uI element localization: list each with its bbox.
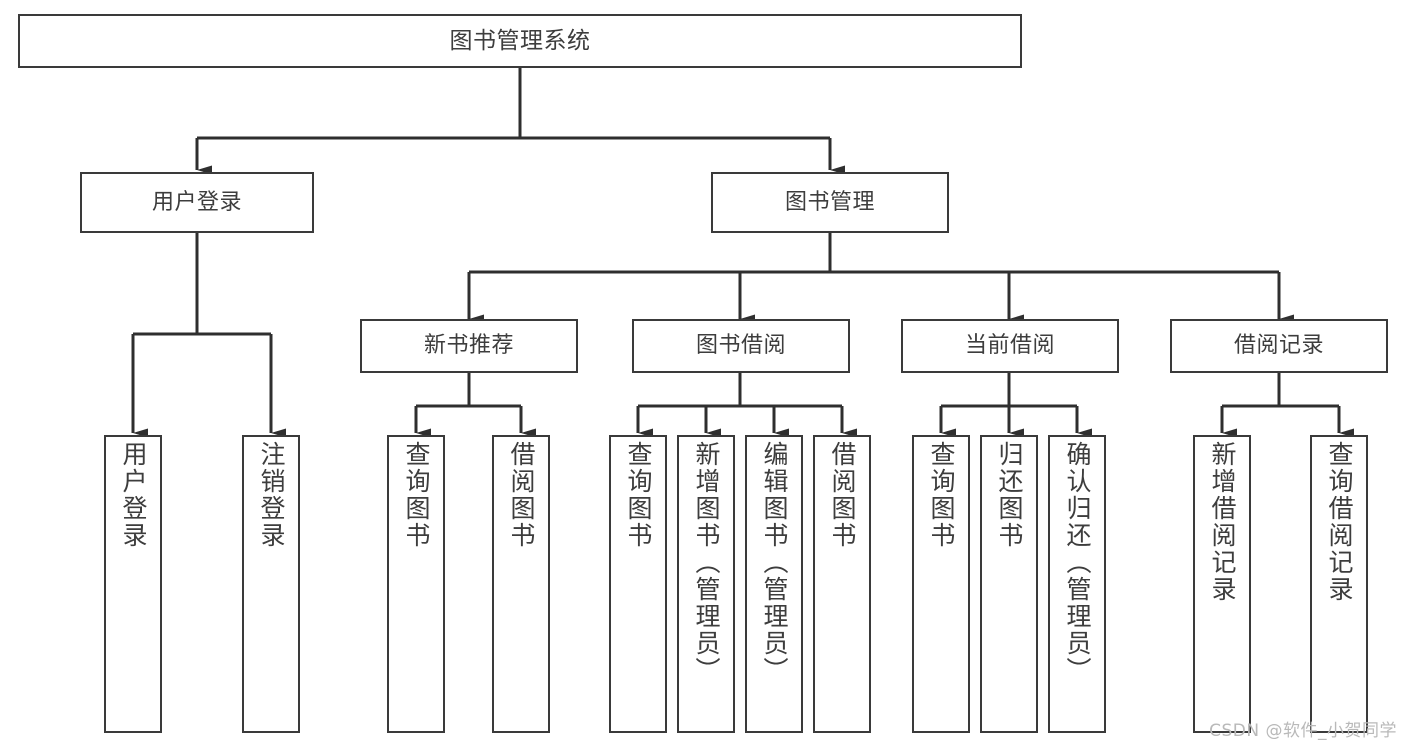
node-leaf-add-borrow-record[interactable]: 新增借阅记录 [1193, 435, 1251, 733]
node-leaf-borrow-book-recommend-label: 借阅图书 [507, 441, 536, 549]
node-leaf-query-book-recommend[interactable]: 查询图书 [387, 435, 445, 733]
node-leaf-user-login[interactable]: 用户登录 [104, 435, 162, 733]
node-leaf-query-borrow-record[interactable]: 查询借阅记录 [1310, 435, 1368, 733]
node-borrow-record-label: 借阅记录 [1233, 333, 1324, 359]
node-leaf-query-book-current-label: 查询图书 [927, 441, 956, 549]
node-leaf-query-borrow-record-label: 查询借阅记录 [1325, 441, 1354, 603]
node-new-book-recommend-label: 新书推荐 [423, 333, 514, 359]
node-leaf-borrow-book[interactable]: 借阅图书 [813, 435, 871, 733]
node-borrow-record[interactable]: 借阅记录 [1170, 319, 1388, 373]
node-leaf-return-book[interactable]: 归还图书 [980, 435, 1038, 733]
node-leaf-return-book-label: 归还图书 [995, 441, 1024, 549]
node-leaf-query-book-label: 查询图书 [624, 441, 653, 549]
node-current-borrow-label: 当前借阅 [964, 333, 1055, 359]
node-leaf-edit-book-admin-label: 编辑图书（管理员） [760, 441, 789, 684]
node-leaf-query-book-recommend-label: 查询图书 [402, 441, 431, 549]
node-root-label: 图书管理系统 [449, 27, 591, 54]
node-book-borrow[interactable]: 图书借阅 [632, 319, 850, 373]
node-leaf-query-book-current[interactable]: 查询图书 [912, 435, 970, 733]
node-leaf-add-book-admin[interactable]: 新增图书（管理员） [677, 435, 735, 733]
node-current-borrow[interactable]: 当前借阅 [901, 319, 1119, 373]
node-user-login-label: 用户登录 [151, 189, 242, 215]
node-user-login[interactable]: 用户登录 [80, 172, 314, 233]
node-book-borrow-label: 图书借阅 [695, 333, 786, 359]
node-book-manage[interactable]: 图书管理 [711, 172, 949, 233]
node-leaf-borrow-book-label: 借阅图书 [828, 441, 857, 549]
node-book-manage-label: 图书管理 [784, 189, 875, 215]
node-leaf-edit-book-admin[interactable]: 编辑图书（管理员） [745, 435, 803, 733]
node-leaf-logout[interactable]: 注销登录 [242, 435, 300, 733]
node-leaf-confirm-return-admin[interactable]: 确认归还（管理员） [1048, 435, 1106, 733]
node-leaf-query-book[interactable]: 查询图书 [609, 435, 667, 733]
csdn-watermark: CSDN @软件_小贺同学 [1209, 721, 1397, 741]
node-leaf-confirm-return-admin-label: 确认归还（管理员） [1063, 441, 1092, 684]
node-leaf-logout-label: 注销登录 [257, 441, 286, 549]
node-new-book-recommend[interactable]: 新书推荐 [360, 319, 578, 373]
node-root[interactable]: 图书管理系统 [18, 14, 1022, 68]
node-leaf-add-book-admin-label: 新增图书（管理员） [692, 441, 721, 684]
node-leaf-borrow-book-recommend[interactable]: 借阅图书 [492, 435, 550, 733]
node-leaf-add-borrow-record-label: 新增借阅记录 [1208, 441, 1237, 603]
node-leaf-user-login-label: 用户登录 [119, 441, 148, 549]
